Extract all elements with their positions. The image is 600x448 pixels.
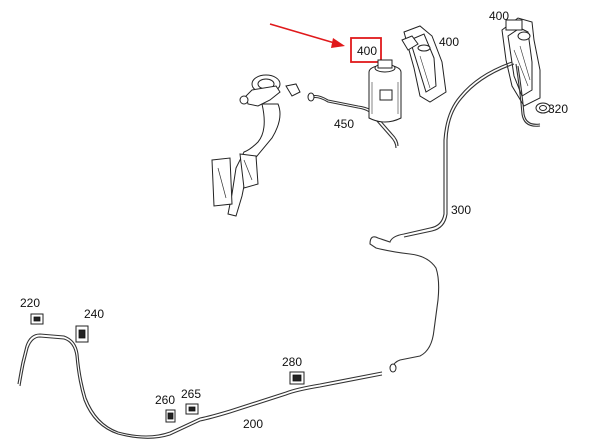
highlight-arrow — [269, 23, 339, 45]
label-400-bracket: 400 — [489, 9, 509, 23]
canister-400-highlighted — [368, 59, 402, 123]
part-265-clip — [185, 403, 199, 415]
label-450: 450 — [334, 117, 354, 131]
pipe-200 — [17, 333, 383, 439]
part-320-clip — [535, 102, 551, 114]
part-280-clamp — [289, 371, 305, 385]
highlight-box — [350, 37, 382, 63]
canister-400-bracket — [401, 25, 447, 103]
filler-neck-part — [211, 74, 301, 217]
part-260-clip — [165, 409, 176, 423]
label-400-canister: 400 — [439, 35, 459, 49]
label-280: 280 — [282, 355, 302, 369]
arrow-head-icon — [331, 38, 345, 48]
label-200: 200 — [243, 417, 263, 431]
label-400-highlight: 400 — [357, 44, 377, 58]
highlight-callout — [269, 23, 382, 63]
label-265: 265 — [181, 387, 201, 401]
label-320: 320 — [548, 102, 568, 116]
part-240-valve — [75, 325, 89, 343]
label-260: 260 — [155, 393, 175, 407]
label-240: 240 — [84, 307, 104, 321]
large-canister-400 — [501, 17, 541, 107]
part-220-connector — [30, 313, 44, 325]
label-220: 220 — [20, 296, 40, 310]
label-300: 300 — [451, 203, 471, 217]
pipe-300 — [369, 61, 541, 373]
